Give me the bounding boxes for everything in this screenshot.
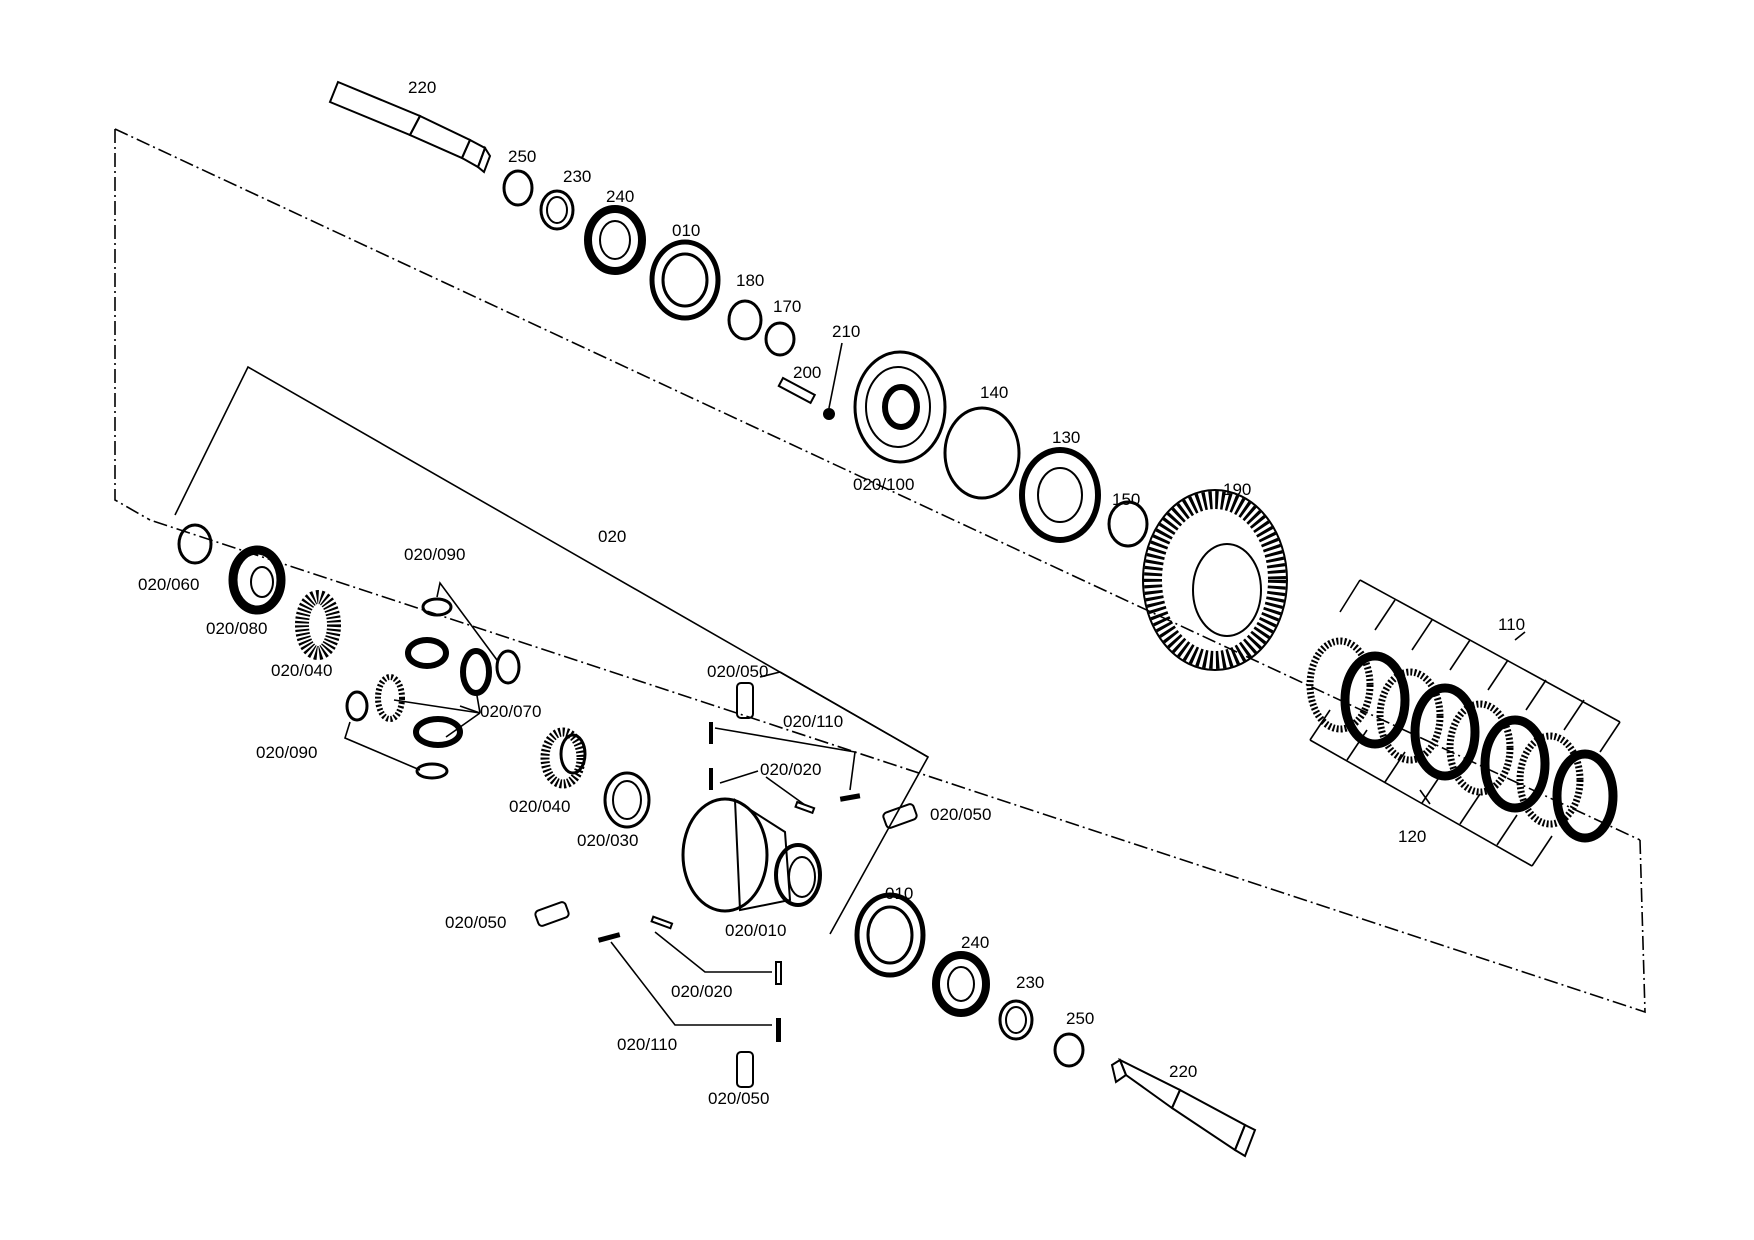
callout-020: 020	[598, 527, 626, 546]
callout-020-090-bottom: 020/090	[256, 743, 317, 762]
callout-020-040-right: 020/040	[509, 797, 570, 816]
callout-020-010: 020/010	[725, 921, 786, 940]
pin-200	[777, 376, 817, 405]
housing-020-100	[853, 350, 947, 464]
callout-190: 190	[1223, 480, 1251, 499]
callout-020-050-d: 020/050	[708, 1089, 769, 1108]
callout-250-upper: 250	[508, 147, 536, 166]
callout-020-100: 020/100	[853, 475, 914, 494]
callout-140: 140	[980, 383, 1008, 402]
callout-020-050-c: 020/050	[445, 913, 506, 932]
callout-130: 130	[1052, 428, 1080, 447]
side-gear-020-040-left	[295, 590, 341, 660]
callout-200: 200	[793, 363, 821, 382]
callout-150: 150	[1112, 490, 1140, 509]
differential-pinions-020-070	[375, 637, 492, 748]
ring-250-lower	[1053, 1032, 1085, 1068]
thrust-washers-020-090	[345, 597, 521, 780]
callout-020-050-b: 020/050	[930, 805, 991, 824]
leaders-lower-group	[610, 671, 929, 1026]
callout-020-090-top: 020/090	[404, 545, 465, 564]
ring-170	[764, 321, 796, 357]
ring-250-upper	[502, 169, 534, 207]
clutch-leader-grid	[1309, 579, 1621, 867]
callout-020-020-b: 020/020	[671, 982, 732, 1001]
callout-120: 120	[1398, 827, 1426, 846]
washer-020-030	[603, 771, 651, 829]
assembly-boundary	[114, 128, 1646, 1014]
disc-130	[1019, 447, 1101, 543]
bearing-010-upper	[649, 239, 721, 321]
callout-250-lower: 250	[1066, 1009, 1094, 1028]
callout-230-lower: 230	[1016, 973, 1044, 992]
callout-220-lower: 220	[1169, 1062, 1197, 1081]
callout-020-060: 020/060	[138, 575, 199, 594]
callout-240-upper: 240	[606, 187, 634, 206]
sleeves-020-050	[534, 682, 918, 1088]
ring-150	[1107, 500, 1149, 548]
washer-020-060	[177, 523, 213, 565]
clutch-pack-110-120	[1306, 637, 1618, 843]
callout-110: 110	[1498, 615, 1525, 634]
bevel-gear-190	[1142, 489, 1288, 671]
callout-020-070: 020/070	[480, 702, 541, 721]
bearing-cone-230-lower	[998, 999, 1034, 1041]
callout-230-upper: 230	[563, 167, 591, 186]
ball-210	[823, 408, 835, 420]
callout-020-110-a: 020/110	[783, 712, 843, 731]
side-gear-020-040-right	[540, 727, 587, 789]
pins-020-020-020-110	[597, 722, 861, 1042]
o-ring-140	[943, 406, 1021, 500]
bearing-cone-230-upper	[539, 189, 575, 231]
bearing-020-080	[228, 545, 286, 615]
callout-170: 170	[773, 297, 801, 316]
callout-180: 180	[736, 271, 764, 290]
shaft-220-upper	[328, 80, 492, 174]
bearing-010-lower	[854, 892, 926, 978]
callout-010-lower: 010	[885, 884, 913, 903]
group-020-bracket	[174, 365, 930, 935]
ring-180	[727, 299, 763, 341]
callout-020-080: 020/080	[206, 619, 267, 638]
callout-240-lower: 240	[961, 933, 989, 952]
leaders-020-090-070	[344, 581, 498, 771]
bearing-cup-240-lower	[932, 951, 990, 1017]
callout-020-110-b: 020/110	[617, 1035, 677, 1054]
callout-210: 210	[832, 322, 860, 341]
callout-020-040-left: 020/040	[271, 661, 332, 680]
callout-020-030: 020/030	[577, 831, 638, 850]
shaft-220-lower	[1110, 1057, 1257, 1158]
callout-220-upper: 220	[408, 78, 436, 97]
diff-case-020-010	[681, 797, 822, 913]
callout-labels: 220 250 230 240 010 180 170 210 200 140 …	[138, 78, 1525, 1108]
bearing-cup-240-upper	[584, 205, 646, 275]
callout-020-020-a: 020/020	[760, 760, 821, 779]
callout-020-050-a: 020/050	[707, 662, 768, 681]
callout-010-upper: 010	[672, 221, 700, 240]
